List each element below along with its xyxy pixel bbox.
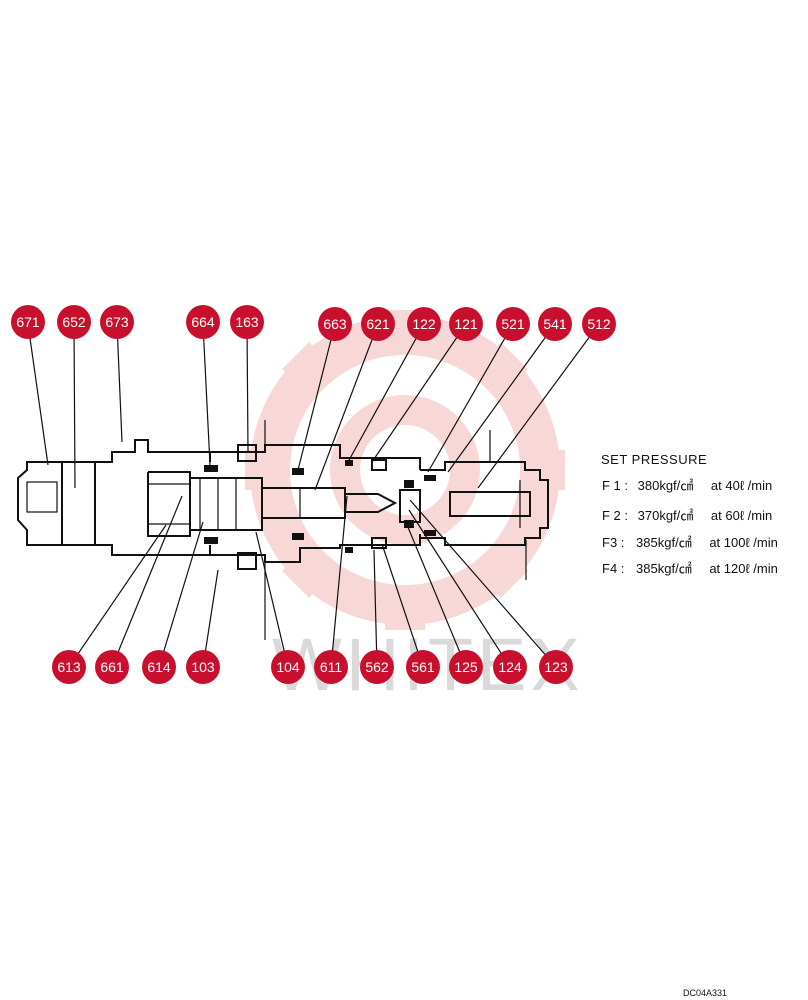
- svg-text:122: 122: [412, 316, 436, 332]
- svg-text:652: 652: [62, 314, 86, 330]
- svg-text:661: 661: [100, 659, 124, 675]
- svg-text:124: 124: [498, 659, 522, 675]
- svg-text:611: 611: [320, 659, 343, 675]
- svg-text:664: 664: [191, 314, 215, 330]
- callout-541: 541: [538, 307, 572, 341]
- svg-text:512: 512: [587, 316, 611, 332]
- svg-text:121: 121: [454, 316, 478, 332]
- callout-121: 121: [449, 307, 483, 341]
- leader-lines: [27, 323, 600, 668]
- pressure-row-label: F3 :: [602, 535, 625, 550]
- callout-163: 163: [230, 305, 264, 339]
- callout-671: 671: [11, 305, 45, 339]
- svg-text:163: 163: [235, 314, 259, 330]
- callout-103: 103: [186, 650, 220, 684]
- callout-512: 512: [582, 307, 616, 341]
- callout-621: 621: [361, 307, 395, 341]
- svg-text:541: 541: [543, 316, 567, 332]
- pressure-row-label: F 2 :: [602, 508, 629, 523]
- callout-613: 613: [52, 650, 86, 684]
- drawing-code: DC04A331: [683, 988, 728, 998]
- callout-124: 124: [493, 650, 527, 684]
- callouts-bottom: 613 661 614 103 104 611 562 561 125 124 …: [52, 650, 573, 684]
- svg-text:104: 104: [276, 659, 300, 675]
- valve-body: [17, 420, 549, 640]
- callout-663: 663: [318, 307, 352, 341]
- svg-text:671: 671: [16, 314, 40, 330]
- svg-text:521: 521: [501, 316, 525, 332]
- pressure-row-value: 385kgf/㎠: [636, 561, 692, 576]
- callout-125: 125: [449, 650, 483, 684]
- svg-text:613: 613: [57, 659, 81, 675]
- pressure-row-f1: F 1 : 380kgf/㎠ at 40ℓ /min: [602, 475, 772, 494]
- callout-652: 652: [57, 305, 91, 339]
- callout-673: 673: [100, 305, 134, 339]
- pressure-row-f2: F 2 : 370kgf/㎠ at 60ℓ /min: [602, 505, 772, 524]
- svg-text:663: 663: [323, 316, 347, 332]
- pressure-row-f4: F4 : 385kgf/㎠ at 120ℓ /min: [602, 558, 778, 577]
- svg-text:561: 561: [411, 659, 435, 675]
- set-pressure-title: SET PRESSURE: [601, 452, 708, 467]
- pressure-row-flow: at 40ℓ /min: [710, 478, 773, 493]
- callout-661: 661: [95, 650, 129, 684]
- svg-text:125: 125: [454, 659, 478, 675]
- callout-521: 521: [496, 307, 530, 341]
- svg-text:562: 562: [365, 659, 389, 675]
- pressure-row-flow: at 120ℓ /min: [709, 561, 778, 576]
- svg-text:103: 103: [191, 659, 215, 675]
- callout-664: 664: [186, 305, 220, 339]
- pressure-row-flow: at 60ℓ /min: [710, 508, 773, 523]
- callout-562: 562: [360, 650, 394, 684]
- pressure-row-value: 380kgf/㎠: [637, 478, 694, 493]
- pressure-row-f3: F3 : 385kgf/㎠ at 100ℓ /min: [602, 532, 778, 551]
- pressure-row-value: 385kgf/㎠: [636, 535, 692, 550]
- pressure-row-value: 370kgf/㎠: [637, 508, 694, 523]
- svg-text:614: 614: [147, 659, 171, 675]
- callout-123: 123: [539, 650, 573, 684]
- pressure-row-flow: at 100ℓ /min: [709, 535, 778, 550]
- callouts-top: 671 652 673 664 163 663 621 122 121 521 …: [11, 305, 616, 341]
- pressure-row-label: F 1 :: [602, 478, 629, 493]
- svg-text:123: 123: [544, 659, 568, 675]
- svg-text:673: 673: [105, 314, 129, 330]
- pressure-row-label: F4 :: [602, 561, 625, 576]
- callout-104: 104: [271, 650, 305, 684]
- callout-561: 561: [406, 650, 440, 684]
- callout-614: 614: [142, 650, 176, 684]
- svg-text:621: 621: [366, 316, 390, 332]
- callout-122: 122: [407, 307, 441, 341]
- callout-611: 611: [314, 650, 348, 684]
